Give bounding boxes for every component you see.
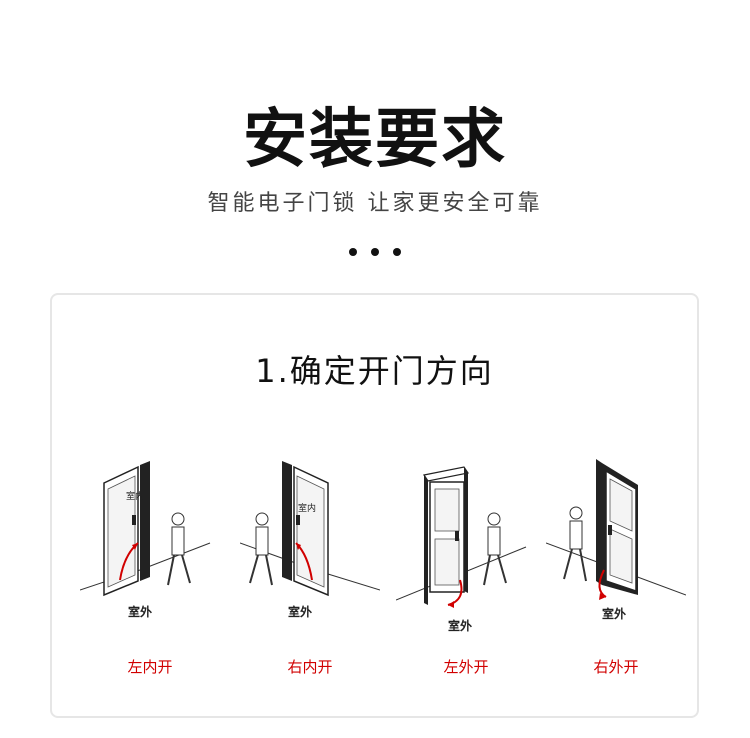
outside-label: 室外 xyxy=(448,619,473,633)
caption-right-outward: 右外开 xyxy=(593,658,639,676)
inside-label: 室内 xyxy=(126,492,145,502)
page-title: 安装要求 xyxy=(243,103,507,177)
left-outward-door-illustration xyxy=(396,466,527,608)
diagram-right-inward: 室内 室外 xyxy=(240,455,380,630)
door-direction-card: 1.确定开门方向 室内 室外 左内开 xyxy=(50,293,699,718)
decorative-dots xyxy=(349,248,401,258)
diagram-left-outward: 室外 xyxy=(396,455,536,633)
section-title: 1.确定开门方向 xyxy=(255,352,494,390)
right-outward-door-illustration xyxy=(546,459,686,600)
diagram-right-outward: 室外 xyxy=(546,455,686,630)
right-inward-door-illustration xyxy=(240,461,380,597)
caption-left-inward: 左内开 xyxy=(127,658,173,676)
caption-left-outward: 左外开 xyxy=(443,658,489,676)
diagram-left-inward: 室内 室外 xyxy=(80,455,220,630)
page-subtitle: 智能电子门锁 让家更安全可靠 xyxy=(207,191,543,216)
outside-label: 室外 xyxy=(602,607,627,621)
outside-label: 室外 xyxy=(288,605,313,619)
inside-label: 室内 xyxy=(298,504,317,514)
left-inward-door-illustration xyxy=(80,461,211,597)
outside-label: 室外 xyxy=(128,605,153,619)
caption-right-inward: 右内开 xyxy=(287,658,333,676)
